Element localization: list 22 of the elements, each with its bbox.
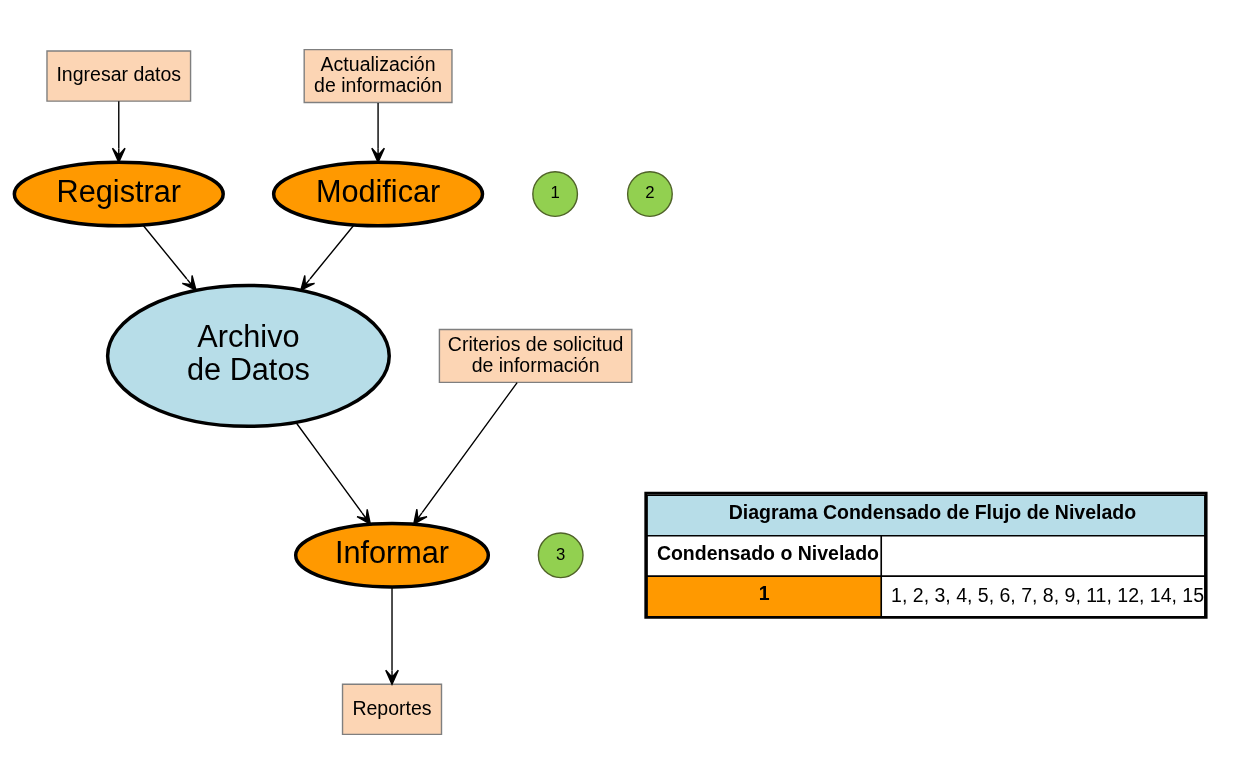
arrow [142,224,197,291]
node-circle: 1 [532,171,579,218]
node-ellipse: Archivo de Datos [105,283,391,429]
label: Diagrama Condensado de Flujo de Nivelado [728,501,1137,524]
node-circle: 3 [537,532,584,579]
label: Condensado o Nivelado [656,541,879,564]
arrow [111,100,126,163]
arrow [295,421,372,525]
label: 1 [758,582,770,605]
node-ellipse: Modificar [271,160,485,228]
node-box: Criterios de solicitud de información [438,328,633,384]
arrow [300,224,355,291]
node-ellipse: Registrar [12,160,225,228]
node-circle: 2 [626,171,673,218]
node-box: Actualización de información [303,48,453,104]
arrow [413,381,518,525]
node-box: Reportes [341,683,443,736]
arrow [371,102,386,163]
label: 1, 2, 3, 4, 5, 6, 7, 8, 9, 11, 12, 14, 15 [891,583,1205,606]
node-box: Ingresar datos [46,50,192,102]
arrow [385,586,399,685]
node-ellipse: Informar [293,521,491,589]
